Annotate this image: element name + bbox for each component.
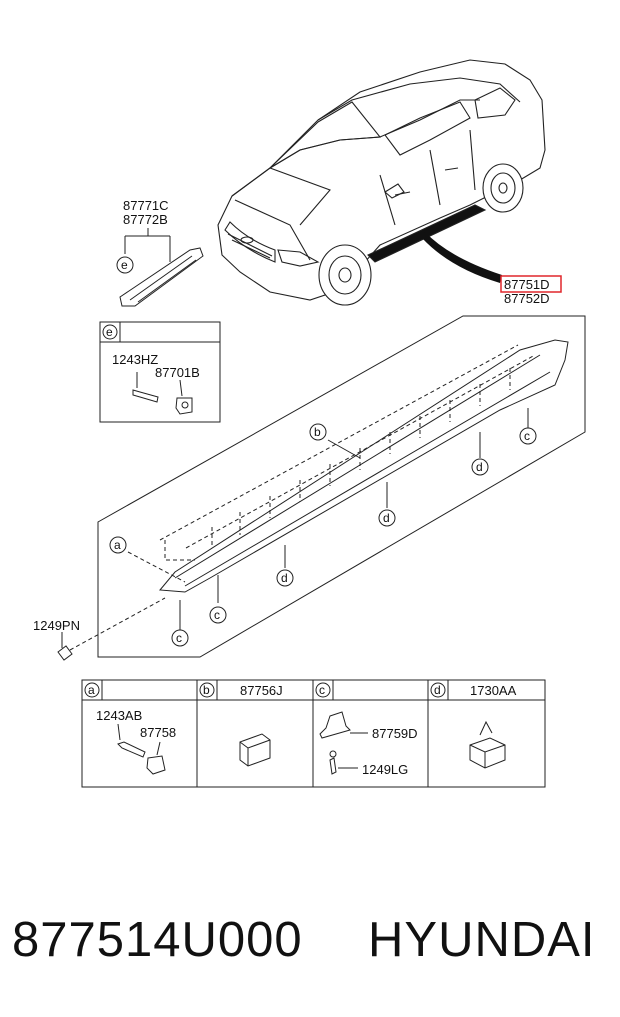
legend-b-letter: b <box>203 683 210 697</box>
legend-d-letter: d <box>434 683 441 697</box>
legend-a-drawing <box>117 723 166 775</box>
bottom-legend-circles <box>84 682 446 698</box>
main-letter-c3: c <box>524 429 530 443</box>
main-letter-a: a <box>114 538 121 552</box>
main-letter-circles <box>109 423 537 647</box>
legend-e-screw: 1243HZ <box>112 352 158 367</box>
pointer-arrow <box>422 232 502 283</box>
garnish-part <box>119 228 204 307</box>
legend-e-clip: 87701B <box>155 365 200 380</box>
parts-diagram: 87771C 87772B 87751D 87752D e e 1243HZ 8… <box>33 59 586 788</box>
circle-e-car <box>116 256 134 274</box>
callout-87772b: 87772B <box>123 212 168 227</box>
main-letter-b: b <box>314 425 321 439</box>
main-assembly <box>57 315 586 661</box>
legend-a-screw: 1243AB <box>96 708 142 723</box>
callout-87752d: 87752D <box>504 291 550 306</box>
main-letter-d3: d <box>476 460 483 474</box>
brand-name: HYUNDAI <box>368 913 596 967</box>
main-letter-c1: c <box>214 608 220 622</box>
legend-d-title: 1730AA <box>470 683 517 698</box>
legend-c-letter: c <box>319 683 325 697</box>
legend-d-drawing <box>469 720 506 769</box>
main-letter-c2: c <box>176 631 182 645</box>
part-number: 877514U000 <box>12 913 303 967</box>
legend-b-drawing <box>239 733 271 767</box>
main-letter-d2: d <box>383 511 390 525</box>
legend-e-box <box>99 321 221 423</box>
main-screw-label: 1249PN <box>33 618 80 633</box>
legend-c-screw: 1249LG <box>362 762 408 777</box>
highlight-box <box>500 275 562 293</box>
legend-a-nut: 87758 <box>140 725 176 740</box>
legend-a-letter: a <box>88 683 95 697</box>
callout-87771c: 87771C <box>123 198 169 213</box>
legend-e-letter: e <box>106 325 113 339</box>
legend-b-title: 87756J <box>240 683 283 698</box>
car-illustration <box>217 59 546 306</box>
callout-87751d: 87751D <box>504 277 550 292</box>
main-letter-d1: d <box>281 571 288 585</box>
circle-e-car-letter: e <box>121 258 128 272</box>
legend-c-clip: 87759D <box>372 726 418 741</box>
legend-c-drawing <box>319 711 368 775</box>
